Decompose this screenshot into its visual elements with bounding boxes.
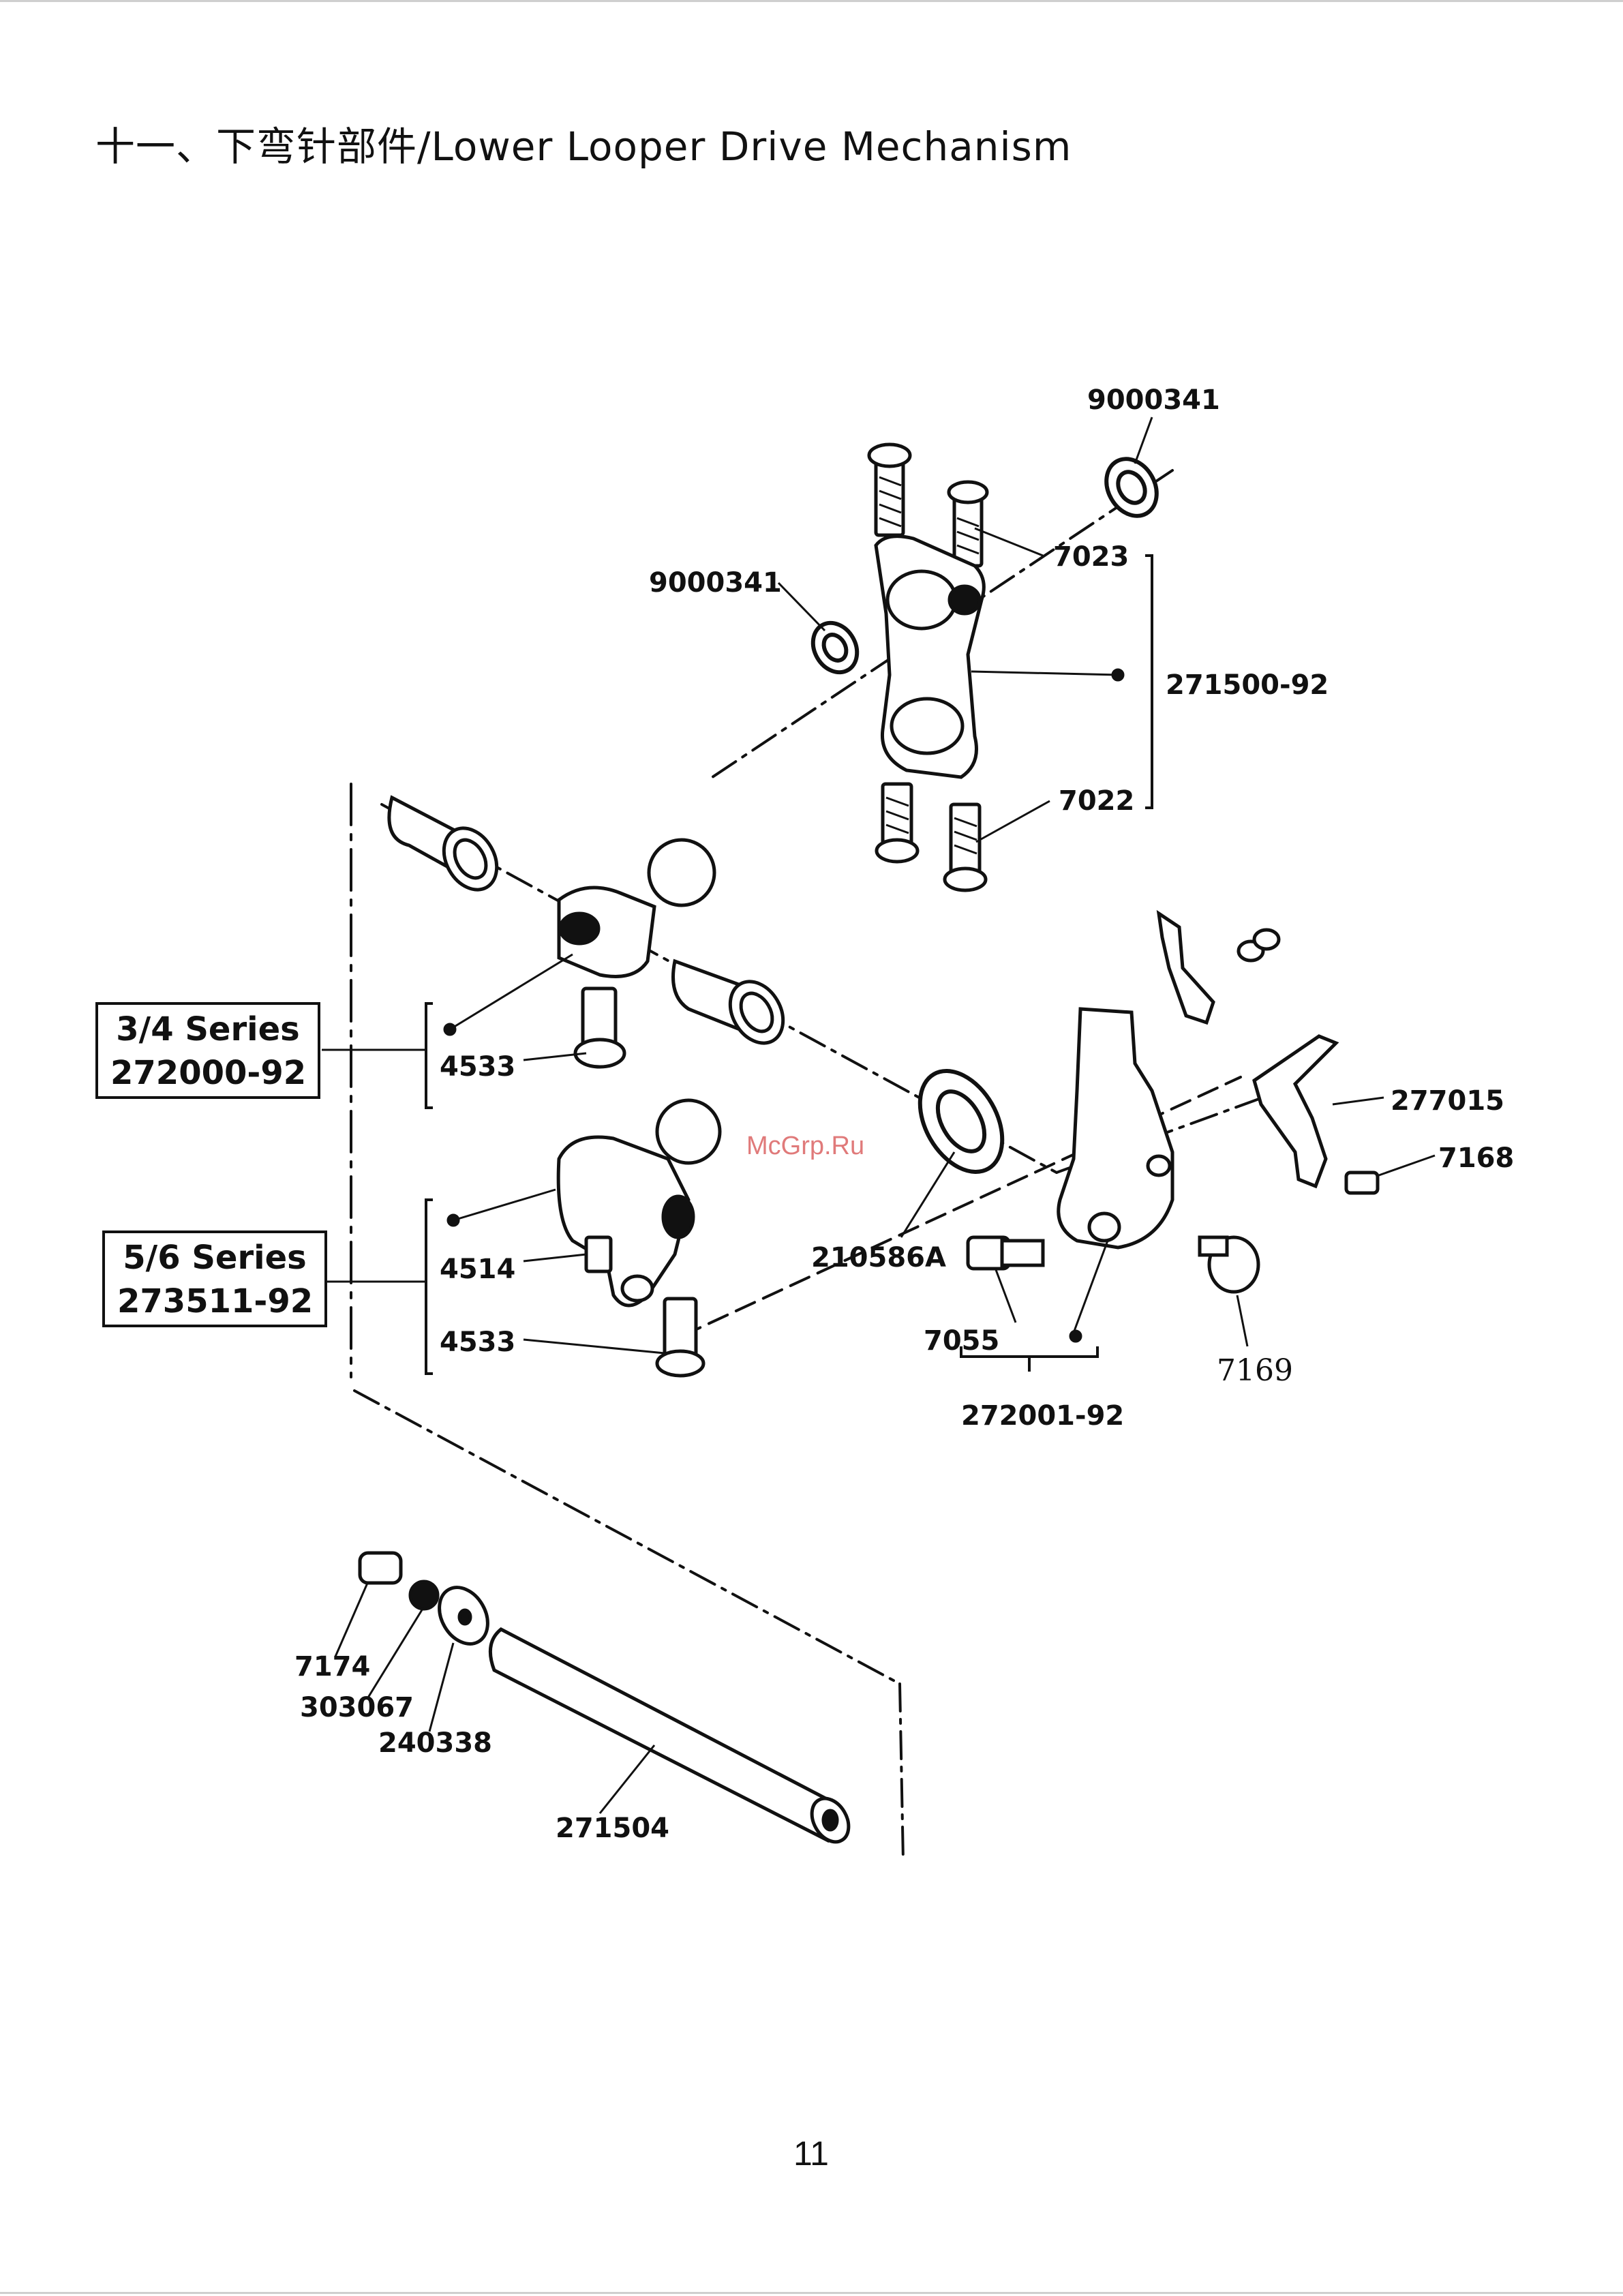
label-240338: 240338: [378, 1727, 492, 1759]
label-7169: 7169: [1217, 1353, 1293, 1388]
series-box-5-6-part: 273511-92: [117, 1280, 312, 1323]
label-271504: 271504: [556, 1813, 669, 1844]
label-7023: 7023: [1053, 541, 1129, 573]
label-7055: 7055: [924, 1325, 999, 1357]
label-7168: 7168: [1438, 1143, 1514, 1174]
label-4514: 4514: [440, 1254, 515, 1285]
label-210586A: 210586A: [811, 1242, 946, 1273]
series-box-5-6: 5/6 Series 273511-92: [102, 1230, 327, 1327]
label-9000341-left: 9000341: [649, 567, 782, 599]
crank-5-6-series: [558, 1100, 720, 1376]
label-4533-b: 4533: [440, 1327, 515, 1358]
watermark: McGrp.Ru: [746, 1132, 864, 1161]
page-number: 11: [777, 2134, 845, 2173]
looper-holder-assembly: [968, 913, 1378, 1292]
page-bottom-border: [0, 2292, 1623, 2294]
label-277015: 277015: [1391, 1085, 1504, 1117]
label-272001-92: 272001-92: [961, 1400, 1124, 1432]
label-271500-92: 271500-92: [1166, 669, 1329, 701]
series-box-3-4-part: 272000-92: [110, 1051, 305, 1095]
label-7022: 7022: [1059, 785, 1134, 817]
label-9000341-top: 9000341: [1087, 384, 1220, 416]
series-box-3-4-name: 3/4 Series: [110, 1008, 305, 1051]
series-box-3-4: 3/4 Series 272000-92: [95, 1002, 320, 1099]
label-7174: 7174: [294, 1651, 370, 1682]
series-box-5-6-name: 5/6 Series: [117, 1236, 312, 1280]
label-4533-a: 4533: [440, 1051, 515, 1083]
label-303067: 303067: [300, 1692, 414, 1723]
